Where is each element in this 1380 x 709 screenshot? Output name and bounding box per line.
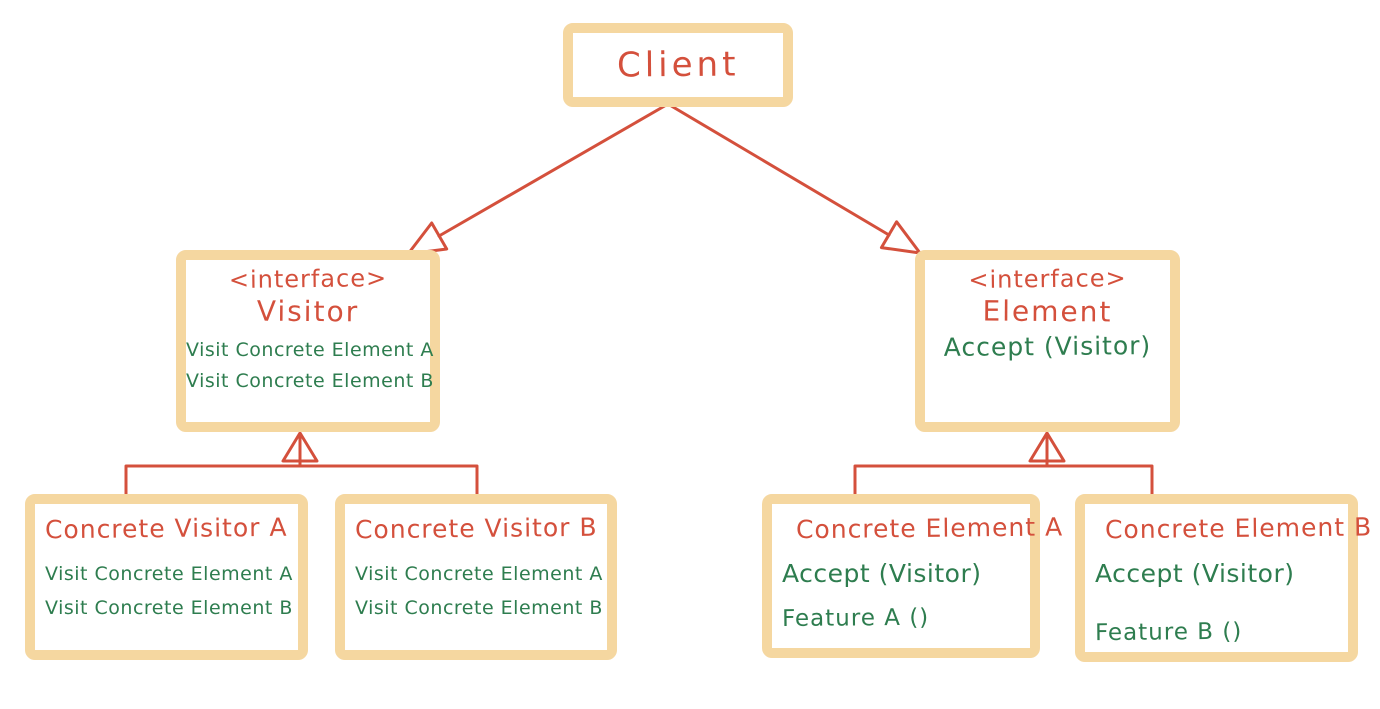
visitor-method: Visit Concrete Element A bbox=[186, 339, 434, 361]
concrete-element-b-name: Concrete Element B bbox=[1104, 512, 1373, 545]
visitor-method-list: Visit Concrete Element A Visit Concrete … bbox=[186, 335, 434, 397]
concrete-element-a-name: Concrete Element A bbox=[795, 512, 1064, 545]
concrete-visitor-a-method: Visit Concrete Element A bbox=[45, 563, 293, 585]
element-stereotype: <interface> bbox=[968, 264, 1127, 294]
visitor-interface-box: <interface> Visitor Visit Concrete Eleme… bbox=[176, 250, 440, 432]
concrete-element-a-method-list: Accept (Visitor) Feature A () bbox=[781, 557, 1022, 633]
concrete-element-b-feature-method: Feature B () bbox=[1094, 618, 1243, 647]
client-class-box: Client bbox=[563, 23, 793, 107]
concrete-visitor-b-method: Visit Concrete Element A bbox=[355, 563, 603, 585]
element-realization-triangle-icon bbox=[1028, 431, 1066, 463]
client-class-name: Client bbox=[616, 44, 740, 86]
concrete-element-b-method-list: Accept (Visitor) Feature B () bbox=[1094, 557, 1340, 647]
client-to-element-line bbox=[666, 102, 891, 237]
element-realization-connector bbox=[853, 435, 1154, 498]
visitor-interface-name: Visitor bbox=[256, 294, 360, 329]
visitor-realization-triangle-icon bbox=[281, 431, 319, 463]
concrete-visitor-a-method: Visit Concrete Element B bbox=[45, 597, 293, 619]
visitor-realization-connector bbox=[124, 435, 479, 498]
element-method: Accept (Visitor) bbox=[943, 331, 1152, 362]
concrete-visitor-a-method-list: Visit Concrete Element A Visit Concrete … bbox=[45, 557, 293, 625]
visitor-stereotype: <interface> bbox=[228, 264, 388, 294]
element-interface-box: <interface> Element Accept (Visitor) bbox=[915, 250, 1180, 432]
concrete-visitor-b-method-list: Visit Concrete Element A Visit Concrete … bbox=[355, 557, 603, 625]
concrete-visitor-a-box: Concrete Visitor A Visit Concrete Elemen… bbox=[25, 494, 308, 660]
concrete-element-a-feature-method: Feature A () bbox=[781, 604, 930, 633]
client-to-element-arrowhead-icon bbox=[879, 220, 922, 255]
concrete-visitor-b-box: Concrete Visitor B Visit Concrete Elemen… bbox=[335, 494, 617, 660]
visitor-method: Visit Concrete Element B bbox=[186, 370, 434, 392]
concrete-element-a-box: Concrete Element A Accept (Visitor) Feat… bbox=[762, 494, 1064, 658]
client-to-visitor-line bbox=[437, 102, 670, 238]
concrete-element-a-accept-method: Accept (Visitor) bbox=[782, 559, 982, 588]
concrete-visitor-b-name: Concrete Visitor B bbox=[354, 512, 598, 545]
concrete-element-b-accept-method: Accept (Visitor) bbox=[1095, 559, 1295, 588]
element-interface-name: Element bbox=[982, 294, 1113, 329]
concrete-element-b-box: Concrete Element B Accept (Visitor) Feat… bbox=[1075, 494, 1373, 662]
concrete-visitor-a-name: Concrete Visitor A bbox=[44, 512, 288, 545]
concrete-visitor-b-method: Visit Concrete Element B bbox=[355, 597, 603, 619]
